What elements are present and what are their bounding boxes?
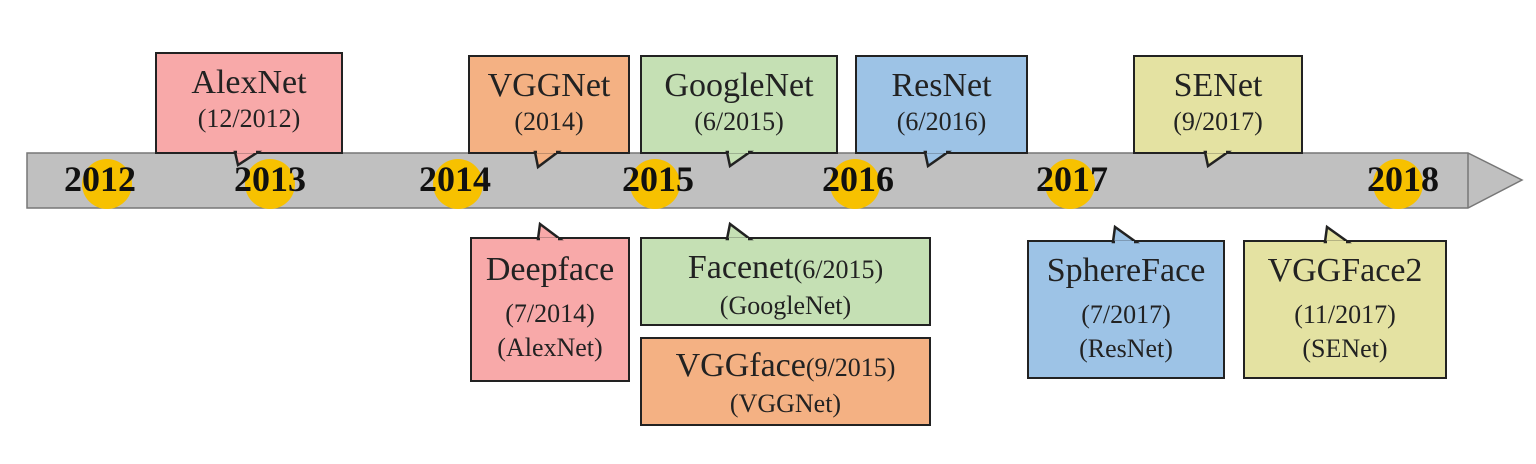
event-vggface2: VGGFace2 (11/2017) (SENet): [1243, 240, 1447, 379]
event-date: (9/2015): [805, 353, 896, 382]
year-label: 2015: [622, 159, 694, 199]
event-date: (12/2012): [197, 104, 301, 133]
event-title: ResNet: [891, 67, 992, 104]
event-sphereface: SphereFace (7/2017) (ResNet): [1027, 240, 1225, 379]
event-base: (SENet): [1302, 334, 1388, 363]
event-date: (9/2017): [1173, 107, 1263, 136]
event-title: Deepface: [485, 251, 615, 288]
event-date: (7/2017): [1081, 300, 1171, 329]
event-date: (6/2016): [896, 107, 987, 136]
event-base: (ResNet): [1079, 334, 1173, 363]
year-label: 2017: [1036, 159, 1108, 199]
year-label: 2014: [419, 159, 491, 199]
year-label: 2013: [234, 159, 306, 199]
year-marker: [82, 159, 132, 209]
event-deepface: Deepface (7/2014) (AlexNet): [470, 237, 630, 382]
event-vggnet: VGGNet (2014): [468, 55, 630, 154]
event-base: (VGGNet): [729, 389, 842, 418]
event-facenet: Facenet(6/2015) (GoogleNet): [640, 237, 931, 326]
event-base: (GoogleNet): [719, 291, 852, 320]
year-marker: [1373, 159, 1423, 209]
event-title: AlexNet: [191, 64, 307, 101]
event-title: VGGface: [675, 347, 806, 384]
year-marker: [830, 159, 880, 209]
event-vggface: VGGface(9/2015) (VGGNet): [640, 337, 931, 426]
event-base: (AlexNet): [497, 333, 603, 362]
event-title: VGGFace2: [1267, 252, 1423, 289]
event-date: (7/2014): [505, 299, 595, 328]
year-marker: [433, 159, 483, 209]
event-resnet: ResNet (6/2016): [855, 55, 1028, 154]
event-date: (6/2015): [694, 107, 784, 136]
event-title: GoogleNet: [664, 67, 814, 104]
event-date: (6/2015): [793, 255, 884, 284]
year-marker: [630, 159, 680, 209]
year-marker: [245, 159, 295, 209]
year-label: 2016: [822, 159, 894, 199]
year-marker: [1045, 159, 1095, 209]
event-date: (2014): [514, 107, 584, 136]
event-date: (11/2017): [1294, 300, 1396, 329]
event-senet: SENet (9/2017): [1133, 55, 1303, 154]
event-title: VGGNet: [487, 67, 611, 104]
year-label: 2012: [64, 159, 136, 199]
event-title: SphereFace: [1046, 252, 1206, 289]
event-title: Facenet: [687, 249, 794, 286]
event-title: SENet: [1173, 67, 1263, 104]
year-label: 2018: [1367, 159, 1439, 199]
